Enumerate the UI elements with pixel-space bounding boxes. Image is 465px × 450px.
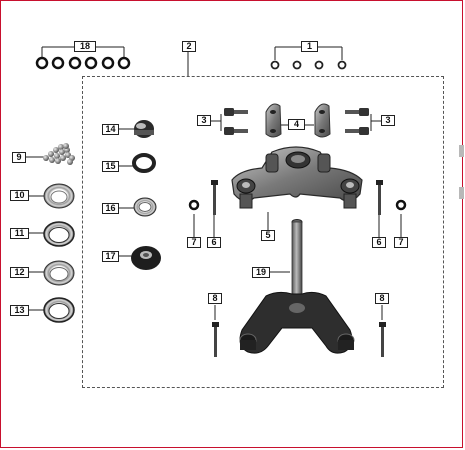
callout-12: 12 — [10, 267, 29, 278]
callout-6-left: 6 — [207, 237, 221, 248]
scroll-grip-bottom[interactable] — [459, 187, 464, 199]
callout-14: 14 — [102, 124, 119, 135]
leader-lines — [26, 46, 402, 320]
part-1-washers — [270, 60, 347, 70]
callout-9: 9 — [12, 152, 26, 163]
part-10-race — [43, 183, 75, 209]
part-7-washer-right — [395, 199, 407, 211]
callout-19: 19 — [252, 267, 270, 278]
callout-3-right: 3 — [381, 115, 395, 126]
callout-8-left: 8 — [208, 293, 222, 304]
part-15-seal — [132, 153, 156, 173]
part-3-bolts-left — [224, 108, 248, 135]
part-11-race — [43, 221, 75, 247]
part-19-steering-stem — [291, 219, 303, 301]
callout-6-right: 6 — [372, 237, 386, 248]
part-18-o-rings — [35, 56, 131, 70]
part-7-washer-left — [188, 199, 200, 211]
callout-16: 16 — [102, 203, 119, 214]
part-17-nut — [131, 246, 161, 270]
part-6-bolt-left — [211, 180, 218, 215]
callout-18: 18 — [74, 41, 96, 52]
callout-7-left: 7 — [187, 237, 201, 248]
assembly-boundary — [82, 76, 444, 388]
callout-17: 17 — [102, 251, 119, 262]
callout-5: 5 — [261, 230, 275, 241]
callout-8-right: 8 — [375, 293, 389, 304]
callout-13: 13 — [10, 305, 29, 316]
part-9-ball-bearings — [43, 143, 75, 165]
callout-4: 4 — [288, 119, 305, 130]
part-3-bolts-right — [345, 108, 369, 135]
callout-11: 11 — [10, 228, 29, 239]
callout-2: 2 — [182, 41, 196, 52]
part-6-bolt-right — [376, 180, 383, 215]
callout-3-left: 3 — [197, 115, 211, 126]
part-4-handlebar-clamps — [265, 103, 331, 138]
callout-1: 1 — [301, 41, 318, 52]
callout-7-right: 7 — [394, 237, 408, 248]
part-5-upper-triple-clamp — [231, 146, 363, 209]
part-12-race — [43, 260, 75, 286]
lower-triple-clamp — [239, 291, 355, 354]
part-8-bolt-right — [379, 322, 386, 357]
part-8-bolt-left — [212, 322, 219, 357]
part-13-race — [43, 297, 75, 323]
callout-10: 10 — [10, 190, 29, 201]
part-14-cap — [134, 120, 154, 138]
scroll-grip-top[interactable] — [459, 145, 464, 157]
callout-15: 15 — [102, 161, 119, 172]
part-16-ring — [133, 197, 157, 217]
